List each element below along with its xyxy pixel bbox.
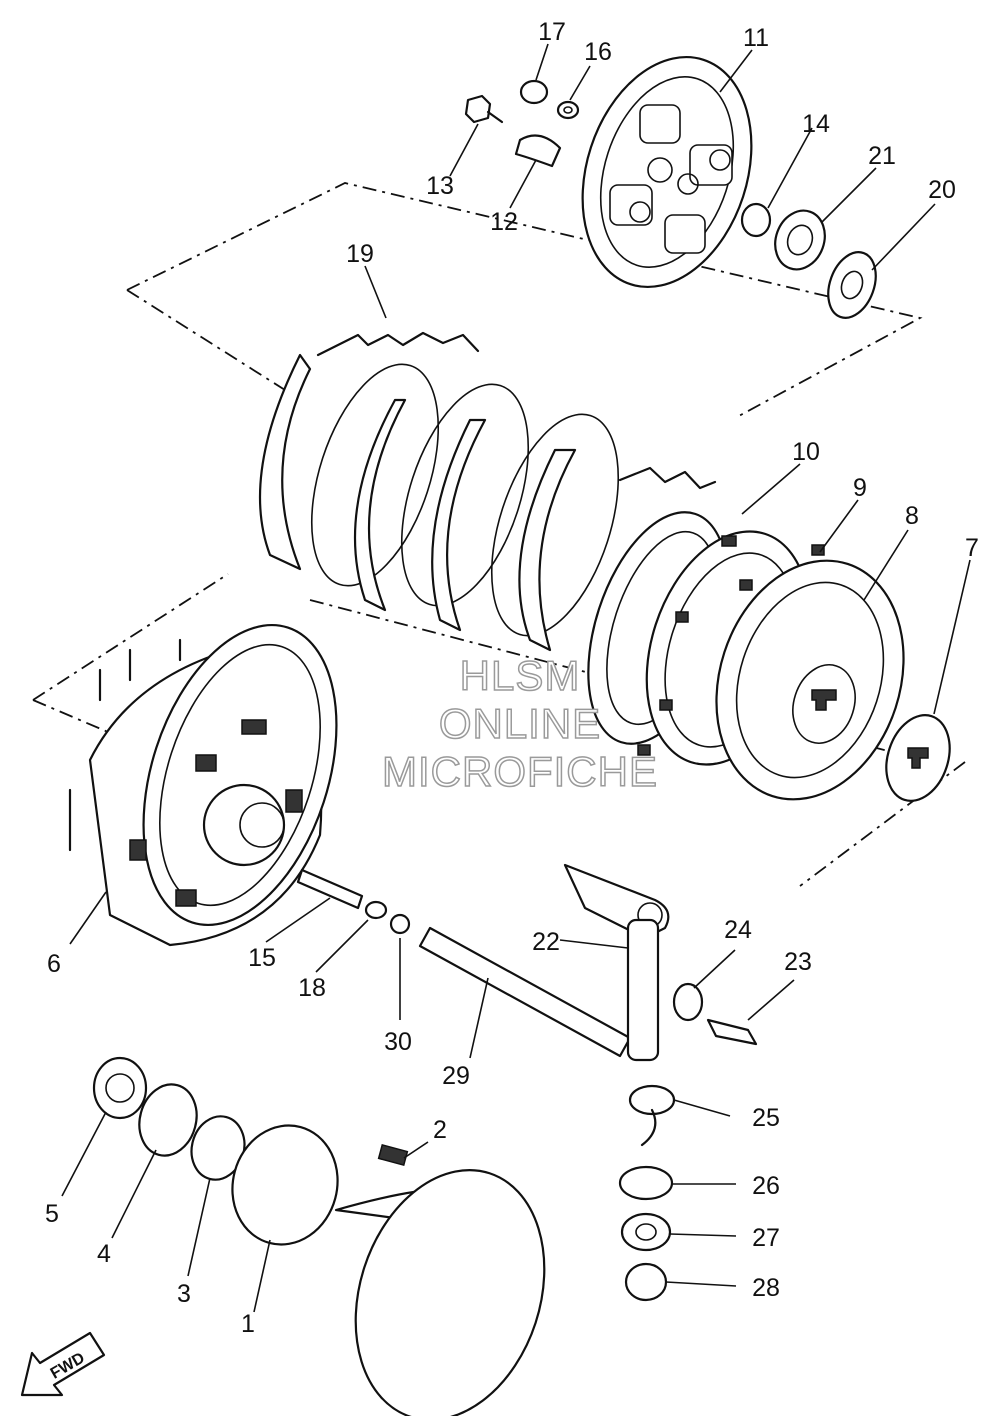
circlip-26 bbox=[618, 1165, 674, 1201]
callout-3: 3 bbox=[177, 1280, 191, 1308]
ball-30 bbox=[389, 913, 411, 935]
push-rod-set bbox=[296, 868, 632, 1058]
washer-7 bbox=[885, 714, 951, 802]
callout-2: 2 bbox=[433, 1116, 447, 1144]
bolt-13-head bbox=[464, 94, 492, 124]
key-2 bbox=[377, 1143, 409, 1167]
spring-bearing-stack bbox=[618, 1084, 676, 1302]
shaft-29 bbox=[418, 926, 632, 1058]
bearing-27 bbox=[620, 1212, 672, 1252]
pressure-plate bbox=[581, 55, 753, 289]
callout-5: 5 bbox=[45, 1200, 59, 1228]
callout-22: 22 bbox=[532, 928, 560, 956]
watermark: HLSM ONLINE MICROFICHE bbox=[381, 651, 658, 796]
callout-21: 21 bbox=[868, 142, 896, 170]
callout-20: 20 bbox=[928, 176, 956, 204]
callout-29: 29 bbox=[442, 1062, 470, 1090]
upper-guide-line bbox=[126, 182, 923, 418]
callout-11: 11 bbox=[743, 24, 769, 52]
push-rod-15 bbox=[296, 868, 364, 910]
callout-27: 27 bbox=[752, 1224, 780, 1252]
callout-26: 26 bbox=[752, 1172, 780, 1200]
push-rod-14 bbox=[740, 202, 772, 238]
friction-plates bbox=[258, 331, 717, 652]
nut-17 bbox=[519, 79, 549, 105]
callout-12: 12 bbox=[490, 208, 518, 236]
callout-6: 6 bbox=[47, 950, 61, 978]
callout-23: 23 bbox=[784, 948, 812, 976]
watermark-line-1: HLSM bbox=[460, 652, 581, 699]
bearing-28 bbox=[624, 1262, 668, 1302]
watermark-line-2: ONLINE bbox=[439, 700, 601, 747]
callout-30: 30 bbox=[384, 1028, 412, 1056]
callout-9: 9 bbox=[853, 474, 867, 502]
upper-guide-left bbox=[126, 289, 286, 391]
callout-24: 24 bbox=[724, 916, 752, 944]
bearing-21 bbox=[774, 209, 826, 271]
callout-10: 10 bbox=[792, 438, 820, 466]
callout-15: 15 bbox=[248, 944, 276, 972]
bolt-23 bbox=[706, 1018, 758, 1046]
callout-28: 28 bbox=[752, 1274, 780, 1302]
lever-shaft-22 bbox=[563, 863, 758, 1062]
lower-guide-top bbox=[32, 573, 229, 701]
callout-16: 16 bbox=[584, 38, 612, 66]
callout-1: 1 bbox=[241, 1310, 255, 1338]
fwd-arrow-icon: FWD bbox=[20, 1331, 106, 1397]
callout-25: 25 bbox=[752, 1104, 780, 1132]
callout-4: 4 bbox=[97, 1240, 111, 1268]
lower-guide-left bbox=[32, 699, 116, 736]
callout-18: 18 bbox=[298, 974, 326, 1002]
nut-5 bbox=[92, 1056, 148, 1120]
bolt-13-shank bbox=[486, 110, 504, 124]
small-top-parts bbox=[464, 79, 877, 319]
clutch-hub-set bbox=[587, 511, 905, 801]
spring-12 bbox=[514, 134, 562, 168]
callout-14: 14 bbox=[802, 110, 830, 138]
callout-19: 19 bbox=[346, 240, 374, 268]
callout-labels: 1 2 3 4 5 6 7 8 9 10 11 12 13 14 15 16 1… bbox=[45, 18, 979, 1338]
washer-4 bbox=[138, 1083, 198, 1157]
callout-7: 7 bbox=[965, 534, 979, 562]
leader-lines bbox=[61, 43, 971, 1313]
ball-18 bbox=[364, 900, 388, 920]
washer-24 bbox=[672, 982, 704, 1022]
clutch-housing-6 bbox=[68, 623, 338, 947]
lock-washer-20 bbox=[827, 251, 877, 319]
primary-drive-set bbox=[92, 1056, 546, 1416]
watermark-line-3: MICROFICHE bbox=[382, 748, 658, 795]
crankcase-outline bbox=[354, 1169, 546, 1416]
callout-13: 13 bbox=[426, 172, 454, 200]
callout-17: 17 bbox=[538, 18, 566, 46]
callout-8: 8 bbox=[905, 502, 919, 530]
washer-16 bbox=[556, 100, 580, 120]
